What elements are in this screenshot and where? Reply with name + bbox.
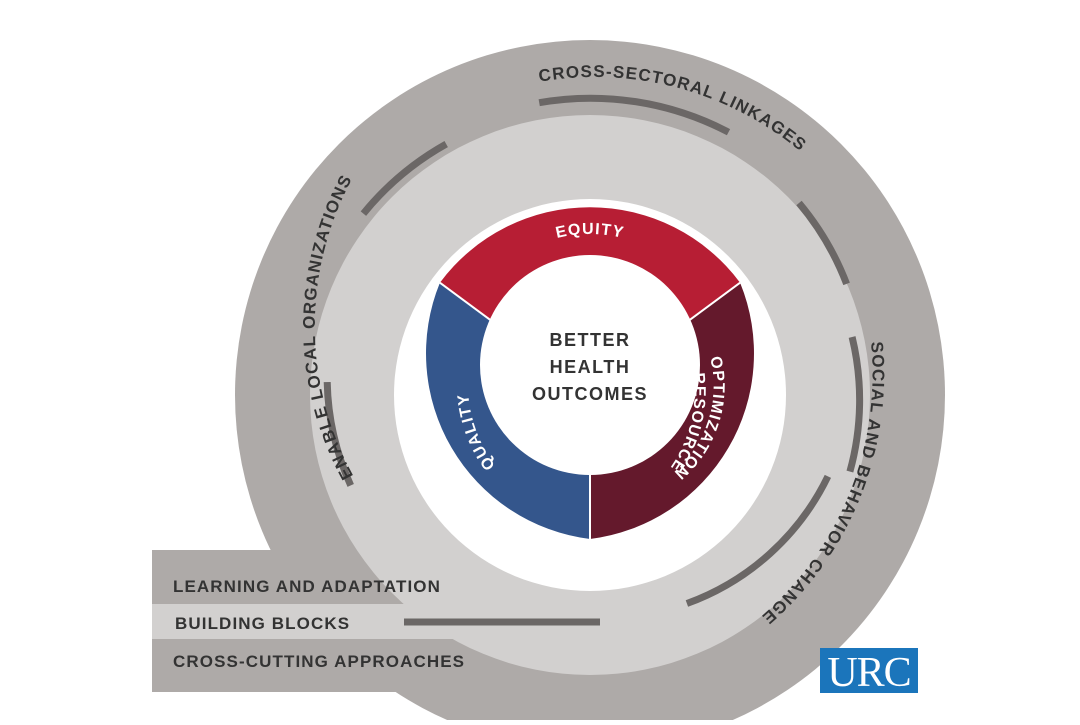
learning-label: LEARNING AND ADAPTATION [173,577,441,596]
urc-logo: URC [820,648,918,696]
dash-left [323,382,354,487]
svg-text:EQUITY: EQUITY [554,221,626,242]
segment-quality [426,282,590,539]
dash-right-lower [685,474,832,607]
urc-logo-text: URC [827,650,910,696]
ring-dash-marks [323,94,864,626]
segment-resource-optimization [590,282,754,539]
dash-right-upper [796,200,850,286]
dash-upper-left [360,141,448,216]
center-circle [480,255,700,475]
dash-top [538,94,731,136]
urc-logo-box [820,648,918,693]
dash-right [846,336,864,473]
cross-cutting-label: CROSS-CUTTING APPROACHES [173,652,465,671]
building-blocks-label: BUILDING BLOCKS [175,614,350,633]
center-line-1: BETTER [550,330,631,350]
center-line-3: OUTCOMES [532,384,648,404]
equity-label: EQUITY [554,221,625,242]
center-line-2: HEALTH [550,357,631,377]
inner-ring [426,207,754,539]
